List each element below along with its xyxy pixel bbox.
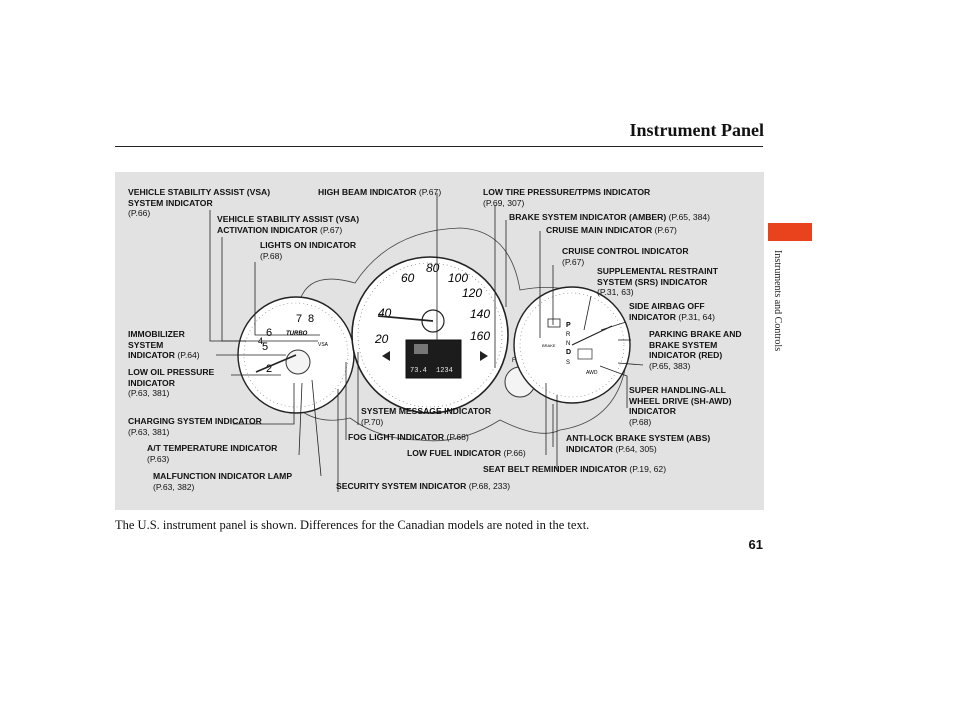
label-cruise-control-indicator: CRUISE CONTROL INDICATOR(P.67) [562,246,689,267]
boost-gauge [285,349,311,375]
right-turn-signal-icon [480,351,488,361]
section-tab-label: Instruments and Controls [772,250,783,352]
page-title: Instrument Panel [629,120,765,140]
label-abs-indicator: ANTI-LOCK BRAKE SYSTEM (ABS)INDICATOR (P… [566,433,711,454]
tach-number: 8 [308,313,314,325]
label-low-tire-pressure-indicator: LOW TIRE PRESSURE/TPMS INDICATOR(P.69, 3… [483,187,651,208]
label-charging-system-indicator: CHARGING SYSTEM INDICATOR(P.63, 381) [128,416,262,437]
gear-indicator: R [566,332,571,338]
speed-number: 160 [470,329,490,343]
label-system-message-indicator: SYSTEM MESSAGE INDICATOR(P.70) [361,406,492,427]
speed-number: 100 [448,271,468,285]
label-brake-system-amber: BRAKE SYSTEM INDICATOR (AMBER) (P.65, 38… [509,212,711,222]
label-at-temperature-indicator: A/T TEMPERATURE INDICATOR(P.63) [147,443,278,464]
leader-lines [209,193,644,492]
title-rule [115,146,763,147]
vsa-label: VSA [318,342,329,348]
gear-display [577,348,593,360]
low-tire-pressure-icon [414,344,428,354]
label-high-beam-indicator: HIGH BEAM INDICATOR (P.67) [318,187,442,197]
gear-indicator: D [566,349,571,356]
label-fog-light-indicator: FOG LIGHT INDICATOR (P.68) [348,432,469,442]
awd-label: AWD [586,370,598,376]
label-vsa-activation-indicator: VEHICLE STABILITY ASSIST (VSA)ACTIVATION… [217,214,360,235]
cruise-main-icon [547,318,561,328]
label-security-system-indicator: SECURITY SYSTEM INDICATOR (P.68, 233) [336,481,511,491]
page-number: 61 [748,537,763,552]
gear-indicator: P [566,322,571,329]
speedometer-gauge [351,256,509,414]
tach-number: 7 [296,313,302,325]
gear-indicator: N [566,341,570,347]
label-vsa-system-indicator: VEHICLE STABILITY ASSIST (VSA)SYSTEM IND… [128,187,271,218]
label-low-fuel-indicator: LOW FUEL INDICATOR (P.66) [407,448,526,458]
label-lights-on-indicator: LIGHTS ON INDICATOR(P.68) [260,240,357,261]
odometer-value: 73.4 [410,367,427,375]
speed-number: 140 [470,307,490,321]
speed-number: 60 [401,271,415,285]
fuel-full-mark: F [512,358,516,364]
trip-value: 1234 [436,367,453,375]
label-seat-belt-reminder-indicator: SEAT BELT REMINDER INDICATOR (P.19, 62) [483,464,667,474]
speed-number: 80 [426,261,440,275]
section-tab [768,223,812,241]
speed-number: 20 [374,332,389,346]
gear-indicator: S [566,360,570,366]
figure-caption: The U.S. instrument panel is shown. Diff… [115,518,590,532]
tach-number: 2 [266,363,272,375]
tach-number: 5 [262,341,268,353]
brake-label: BRAKE [542,343,556,348]
tach-number: 6 [266,327,272,339]
left-turn-signal-icon [382,351,390,361]
turbo-badge: TURBO [286,331,308,337]
label-cruise-main-indicator: CRUISE MAIN INDICATOR (P.67) [546,225,677,235]
speed-number: 120 [462,286,482,300]
label-malfunction-indicator-lamp: MALFUNCTION INDICATOR LAMP(P.63, 382) [153,471,293,492]
